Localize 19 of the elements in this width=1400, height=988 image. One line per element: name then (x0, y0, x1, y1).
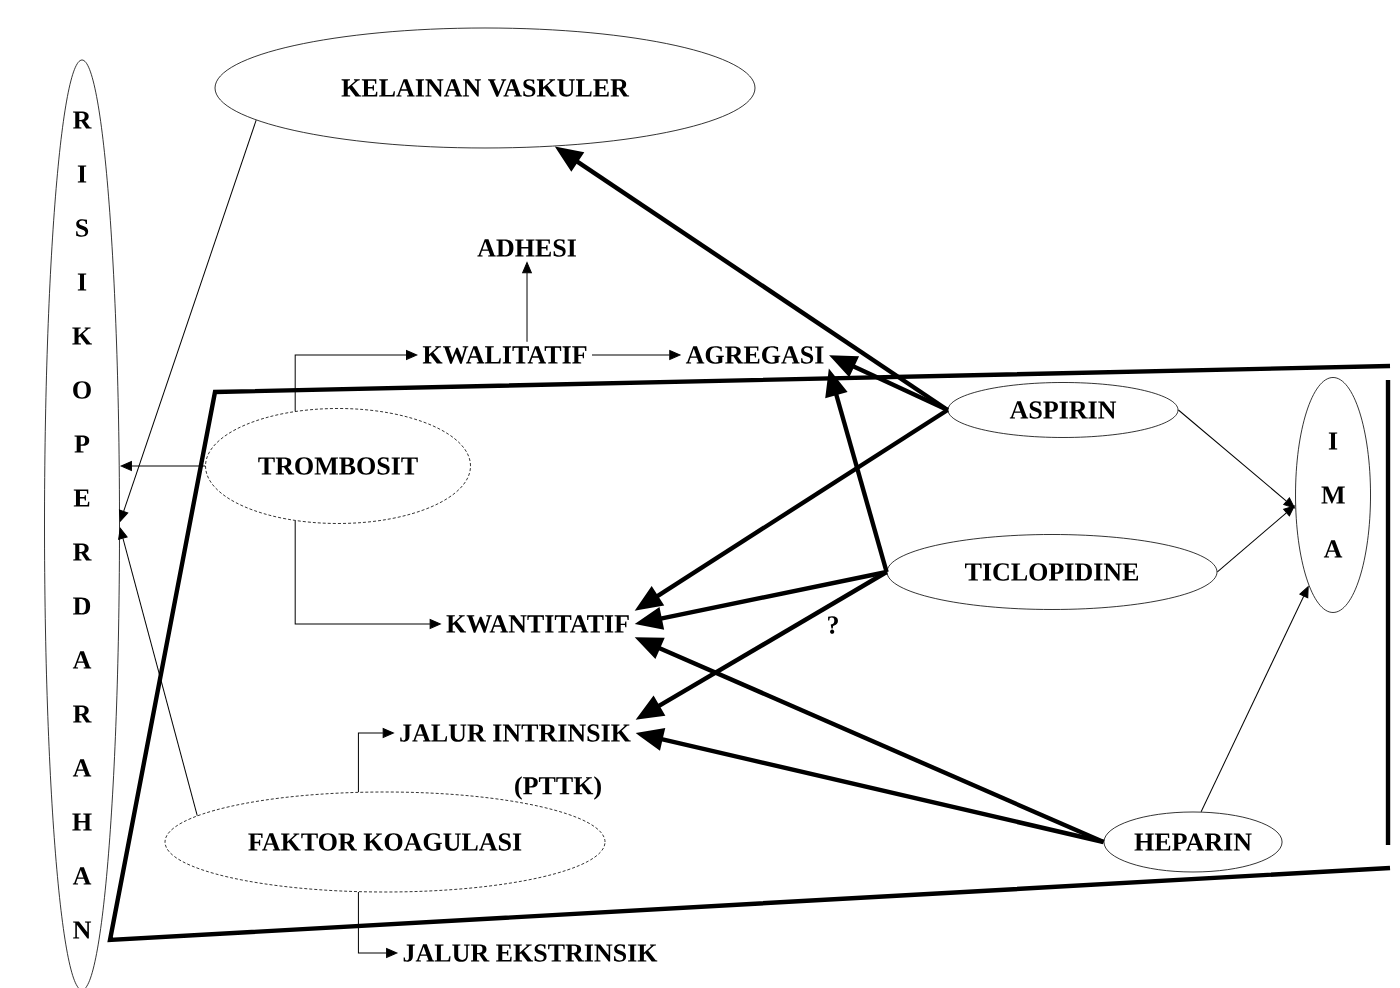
arrow (357, 891, 398, 958)
label-text: AGREGASI (685, 346, 824, 364)
arrow (591, 350, 681, 360)
arrow (120, 461, 206, 471)
arrow (294, 350, 418, 412)
arrow (118, 527, 198, 817)
edge-label: ? (828, 616, 838, 634)
arrow (1200, 586, 1309, 813)
label-text: ADHESI (477, 239, 576, 257)
arrow (294, 520, 441, 629)
arrow (118, 119, 257, 522)
arrow (1177, 409, 1295, 509)
arrow (1216, 505, 1295, 573)
arrow (522, 261, 532, 343)
label-text: KWALITATIF (422, 346, 587, 364)
arrow (357, 728, 394, 793)
label-text: JALUR INTRINSIK (400, 724, 631, 742)
label-text: JALUR EKSTRINSIK (403, 944, 658, 962)
label-text: KWANTITATIF (446, 615, 629, 633)
